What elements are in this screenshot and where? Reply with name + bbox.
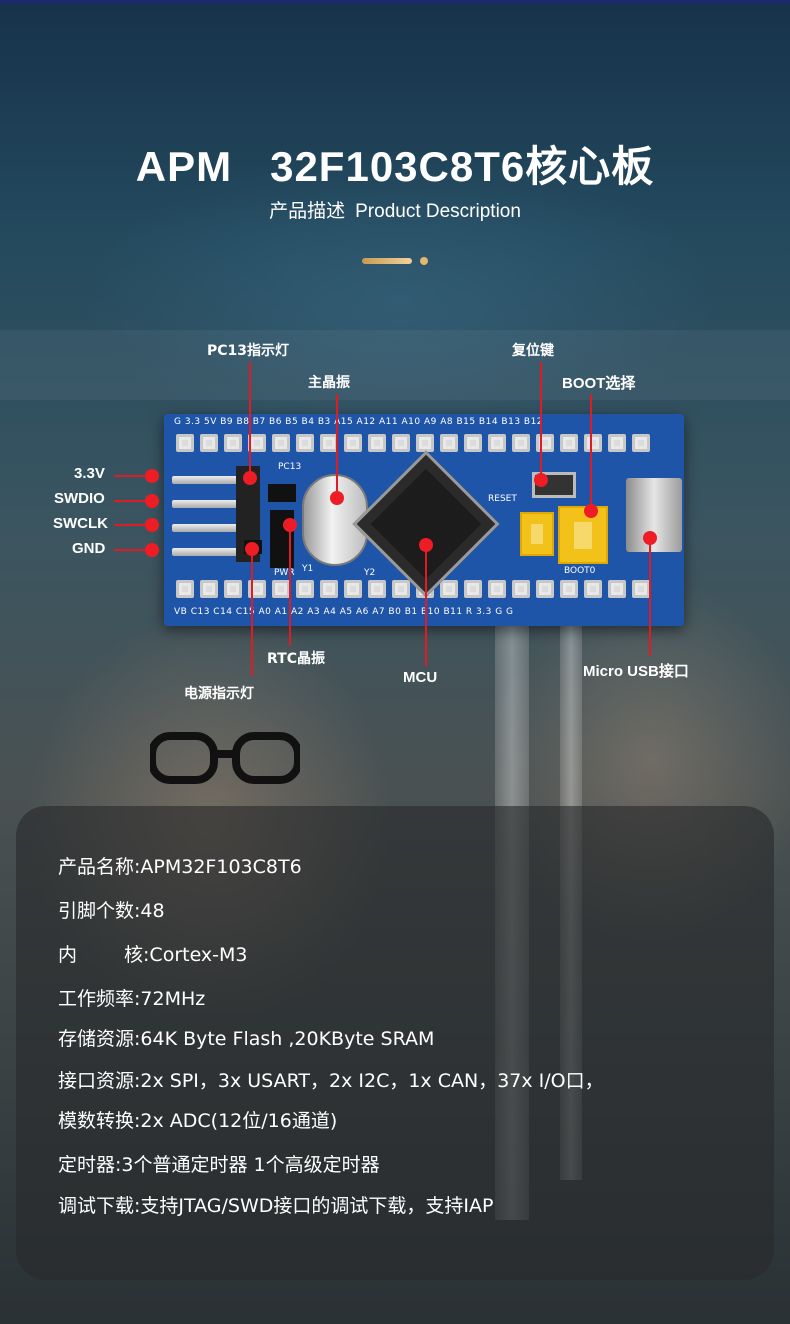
callout-line xyxy=(114,549,154,551)
callout-dot xyxy=(145,469,159,483)
top-accent-line xyxy=(0,0,790,4)
spec-memory: 存储资源:64K Byte Flash ,20KByte SRAM xyxy=(58,1028,435,1050)
spec-interfaces: 接口资源:2x SPI，3x USART，2x I2C，1x CAN，37x I… xyxy=(58,1070,604,1092)
silk-pwr: PWR xyxy=(274,568,295,578)
callout-line xyxy=(114,500,154,502)
callout-dot xyxy=(145,543,159,557)
spec-timers: 定时器:3个普通定时器 1个高级定时器 xyxy=(58,1154,380,1176)
callout-dot xyxy=(330,491,344,505)
swd-header xyxy=(172,470,262,556)
callout-rtc-crystal: RTC晶振 xyxy=(267,651,325,667)
callout-dot xyxy=(145,494,159,508)
background-shelf xyxy=(0,330,790,400)
callout-line xyxy=(649,538,651,656)
top-pin-labels: G 3.3 5V B9 B8 B7 B6 B5 B4 B3 A15 A12 A1… xyxy=(174,417,544,427)
callout-boot-select: BOOT选择 xyxy=(562,375,636,392)
title-model: 32F103C8T6核心板 xyxy=(270,143,655,190)
page-subtitle: 产品描述 Product Description xyxy=(0,196,790,223)
silk-y1: Y1 xyxy=(302,564,314,574)
callout-dot xyxy=(145,518,159,532)
callout-reset-key: 复位键 xyxy=(512,343,554,359)
decorative-dot xyxy=(420,257,428,265)
callout-dot xyxy=(419,538,433,552)
spec-product-name: 产品名称:APM32F103C8T6 xyxy=(58,856,302,878)
callout-line xyxy=(425,544,427,666)
callout-line xyxy=(249,362,251,478)
bottom-pin-labels: VB C13 C14 C15 A0 A1 A2 A3 A4 A5 A6 A7 B… xyxy=(174,607,514,617)
callout-line xyxy=(289,524,291,646)
callout-dot xyxy=(584,504,598,518)
callout-pin-gnd: GND xyxy=(72,540,106,557)
callout-line xyxy=(251,548,253,676)
callout-pin-swdio: SWDIO xyxy=(54,490,105,507)
spec-debug: 调试下载:支持JTAG/SWD接口的调试下载，支持IAP xyxy=(58,1195,494,1217)
callout-dot xyxy=(534,473,548,487)
callout-pin-33v: 3.3V xyxy=(74,465,105,482)
page-title: APM 32F103C8T6核心板 xyxy=(0,133,790,194)
spec-core: 内核:Cortex-M3 xyxy=(58,944,248,966)
silk-y2: Y2 xyxy=(364,568,376,578)
spec-panel xyxy=(16,806,774,1280)
spec-pin-count: 引脚个数:48 xyxy=(58,900,165,922)
silk-boot: BOOT0 xyxy=(564,566,596,576)
callout-line xyxy=(590,394,592,510)
spec-adc: 模数转换:2x ADC(12位/16通道) xyxy=(58,1110,338,1132)
callout-mcu: MCU xyxy=(403,669,438,686)
callout-main-crystal: 主晶振 xyxy=(308,375,350,391)
glasses-graphic xyxy=(150,732,300,784)
callout-pin-swclk: SWCLK xyxy=(53,515,108,532)
callout-line xyxy=(336,394,338,498)
callout-micro-usb: Micro USB接口 xyxy=(583,663,689,680)
bottom-pin-row xyxy=(176,580,672,598)
callout-pc13-led: PC13指示灯 xyxy=(207,343,290,359)
callout-dot xyxy=(245,542,259,556)
subtitle-cn: 产品描述 xyxy=(269,200,346,222)
callout-line xyxy=(114,524,154,526)
title-brand: APM xyxy=(135,143,233,190)
boot-switch-2 xyxy=(558,506,608,564)
callout-dot xyxy=(643,531,657,545)
callout-power-led: 电源指示灯 xyxy=(184,686,254,702)
top-pin-row xyxy=(176,434,672,452)
silk-pc13: PC13 xyxy=(278,462,302,472)
pc13-led xyxy=(268,484,296,502)
callout-line xyxy=(540,362,542,480)
spec-frequency: 工作频率:72MHz xyxy=(58,988,206,1010)
silk-reset: RESET xyxy=(488,494,517,504)
callout-dot xyxy=(283,518,297,532)
subtitle-en: Product Description xyxy=(355,201,521,222)
boot-switch-1 xyxy=(520,512,554,556)
decorative-bar xyxy=(362,258,412,264)
callout-line xyxy=(114,475,154,477)
core-board-image: G 3.3 5V B9 B8 B7 B6 B5 B4 B3 A15 A12 A1… xyxy=(164,414,684,626)
callout-dot xyxy=(243,471,257,485)
